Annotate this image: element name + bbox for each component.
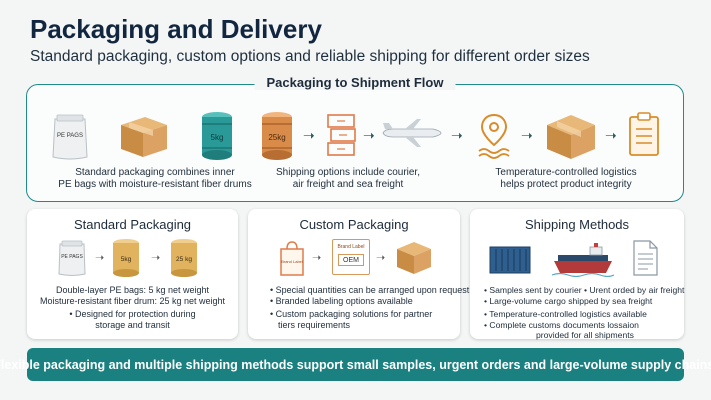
parcels-icon (327, 114, 356, 156)
document-icon (633, 240, 658, 276)
page-subtitle: Standard packaging, custom options and r… (30, 48, 590, 65)
drum-25kg-label: 25kg (268, 133, 285, 142)
flow-arrow-icon: ➝ (521, 127, 533, 143)
flow-caption-logistics: Temperature-controlled logistics helps p… (495, 167, 637, 190)
airplane-icon (382, 119, 442, 147)
location-pin-icon (478, 113, 510, 159)
flow-arrow-icon: ➝ (605, 127, 617, 143)
custom-packaging-card: Custom Packaging Brand Label Brand Label… (248, 209, 469, 339)
flow-arrow-icon: ➝ (303, 127, 315, 143)
custom-packaging-text: • Special quantities can be arranged upo… (270, 285, 470, 330)
cardboard-box-icon (397, 242, 431, 274)
arrow-icon: ➝ (312, 252, 322, 264)
pe-bag-icon: PE PAGS (58, 240, 86, 276)
kraft-drum-25kg-icon: 25 kg (171, 239, 197, 277)
kraft-drum-5kg-icon: 5kg (113, 239, 139, 277)
label-sticker: Brand Label OEM (332, 239, 370, 275)
flow-arrow-icon: ➝ (363, 127, 375, 143)
page-title: Packaging and Delivery (30, 14, 322, 44)
card-title: Standard Packaging (73, 217, 192, 232)
clipboard-icon (629, 112, 659, 156)
shipping-methods-text: • Samples sent by courier • Urent orded … (484, 285, 685, 340)
shopping-bag-icon: Brand Label (280, 241, 304, 276)
flow-panel: Packaging to Shipment Flow PE PAGS 5kg 2… (26, 75, 684, 202)
arrow-icon: ➝ (151, 252, 161, 264)
footer-banner: Flexible packaging and multiple shipping… (0, 348, 711, 381)
flow-title: Packaging to Shipment Flow (254, 75, 456, 90)
drum-25kg-label: 25 kg (176, 256, 192, 263)
copper-drum-icon: 25kg (262, 112, 292, 160)
arrow-icon: ➝ (95, 252, 105, 264)
pe-bag-label: PE PAGS (57, 133, 83, 139)
pe-bag-label: PE PAGS (61, 254, 83, 260)
drum-5kg-label: 5kg (211, 133, 224, 142)
standard-packaging-text: Double-layer PE bags: 5 kg net weight Mo… (39, 285, 226, 330)
pe-bag-icon: PE PAGS (52, 114, 88, 160)
arrow-icon: ➝ (376, 252, 386, 264)
shipping-box-icon (547, 115, 595, 159)
flow-caption-shipping: Shipping options include courier, air fr… (276, 167, 420, 190)
cargo-ship-icon (552, 243, 614, 277)
shipping-container-icon (489, 246, 531, 274)
drum-5kg-label: 5kg (121, 256, 132, 263)
flow-arrow-icon: ➝ (451, 127, 463, 143)
flow-caption-packaging: Standard packaging combines inner PE bag… (58, 167, 252, 190)
card-title: Shipping Methods (524, 217, 630, 232)
bag-brand-label: Brand Label (281, 259, 303, 264)
card-title: Custom Packaging (299, 217, 409, 232)
teal-drum-icon: 5kg (202, 112, 232, 160)
standard-packaging-card: Standard Packaging PE PAGS 5kg 25 kg ➝ ➝… (27, 209, 238, 339)
oem-tag: OEM (338, 254, 364, 266)
shipping-methods-card: Shipping Methods • Samples sent by couri… (470, 209, 685, 340)
cardboard-box-icon (121, 117, 167, 157)
